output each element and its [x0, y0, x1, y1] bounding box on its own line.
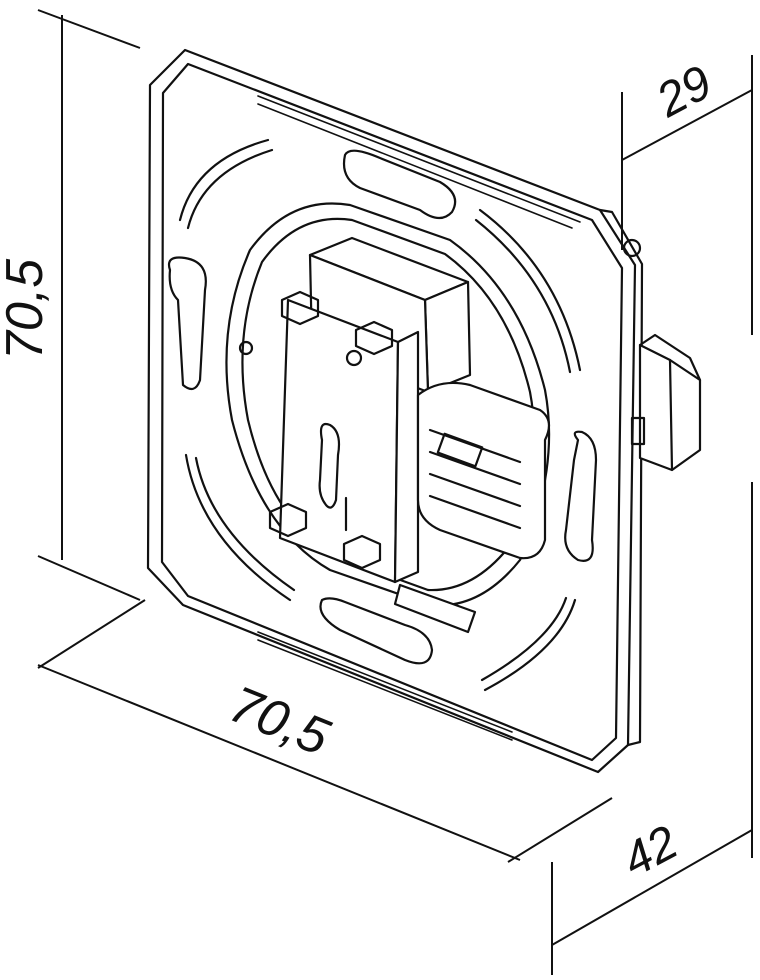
- terminal-rib-2: [428, 450, 522, 486]
- depth-front-dimension-line: [621, 89, 753, 161]
- keyhole-slot-right: [564, 430, 598, 562]
- plate-top-stripe: [257, 95, 581, 223]
- cover-indicator-hole: [345, 349, 363, 367]
- connector-latch: [630, 416, 646, 446]
- cover-screw-slot: [318, 422, 341, 509]
- cover-clip-bottom-right: [342, 534, 382, 570]
- rear-pin: [622, 238, 642, 258]
- mechanism-cover-side: [393, 330, 420, 584]
- mechanism-bottom-tab: [393, 583, 477, 634]
- depth-total-label: 42: [614, 816, 686, 888]
- plate-top-stripe-2: [257, 103, 573, 229]
- keyhole-slot-bottom: [319, 597, 434, 665]
- height-extension-top: [37, 9, 141, 49]
- width-dimension-line: [37, 664, 521, 861]
- rear-connector: [622, 238, 702, 472]
- terminal-rib-3: [428, 472, 522, 508]
- plate-arc-slot-bottom-left: [184, 453, 292, 602]
- plate-arc-slot-bottom-right-inner: [480, 596, 568, 682]
- depth-total-dimension-line: [551, 829, 753, 946]
- plate-outer-edge: [146, 48, 637, 774]
- plate-arc-slot-bottom-left-inner: [194, 456, 296, 592]
- plate-arc-slot-top-right-inner: [474, 218, 572, 374]
- dimension-lines: [37, 9, 753, 975]
- width-label: 70,5: [222, 675, 339, 767]
- plate-arc-slot-top-left: [178, 138, 270, 222]
- plate-screw-hole: [238, 340, 254, 356]
- plate-bottom-stripe: [257, 631, 513, 733]
- plate-arc-slot-bottom-right: [483, 598, 577, 692]
- keyhole-slot-left: [167, 256, 207, 391]
- terminal-screw-seat: [436, 432, 484, 468]
- width-extension-right: [507, 797, 613, 863]
- plate-bottom-stripe-2: [257, 639, 513, 741]
- plate-arc-slot-top-right: [478, 208, 582, 372]
- width-extension-left: [37, 599, 146, 669]
- plate-inner-edge: [160, 62, 624, 762]
- keyhole-slot-top: [342, 149, 457, 220]
- mechanism-right-face: [423, 280, 472, 394]
- connector-edge: [668, 358, 674, 472]
- cover-clip-bottom-left: [268, 502, 308, 538]
- terminal-rib-4: [428, 494, 522, 530]
- connector-top-edge: [638, 333, 702, 382]
- height-extension-bottom: [37, 555, 141, 601]
- plate-side-edge: [598, 208, 644, 747]
- depth-front-label: 29: [647, 56, 720, 128]
- plate-arc-slot-top-left-inner: [186, 148, 274, 230]
- mounting-plate: [146, 48, 644, 774]
- cover-clip-top-right: [354, 320, 394, 356]
- height-label: 70,5: [0, 258, 54, 360]
- base-ring-outer: [225, 202, 551, 607]
- rocker-mechanism: [268, 236, 551, 634]
- cover-clip-top-left: [280, 290, 320, 326]
